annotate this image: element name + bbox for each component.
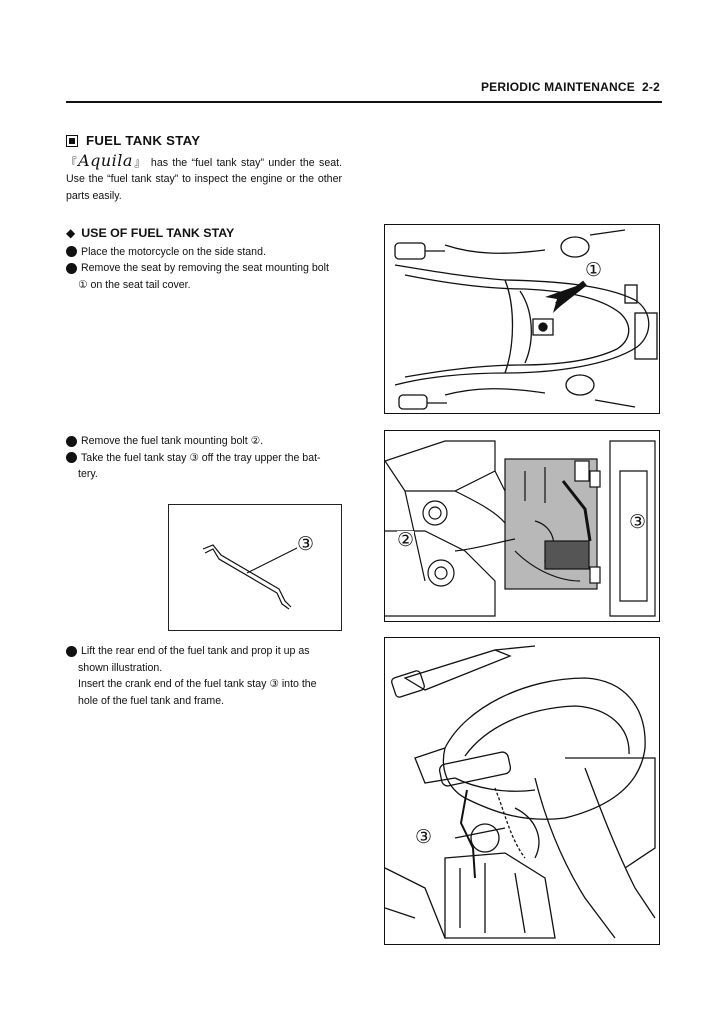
header-page-number: 2-2 — [642, 80, 660, 94]
figure-seat-tail-cover: ① — [384, 224, 660, 414]
figure-fuel-tank-stay: ③ — [168, 504, 342, 631]
callout-3-part: ③ — [297, 533, 315, 555]
callout-1: ① — [585, 259, 603, 281]
callout-2: ② — [397, 529, 415, 551]
step-lift-tank-line: Lift the rear end of the fuel tank and p… — [66, 643, 342, 660]
steps-group-2: Remove the fuel tank mounting bolt ②. Ta… — [66, 433, 342, 483]
bullet-icon — [66, 246, 77, 257]
figure-battery-tray: ③ ② — [384, 430, 660, 622]
step-lift-tank: Lift the rear end of the fuel tank and p… — [66, 643, 342, 709]
bullet-icon — [66, 452, 77, 463]
seat-illustration — [394, 229, 658, 410]
callout-3-tank: ③ — [415, 826, 433, 848]
step-insert-stay-line1: Insert the crank end of the fuel tank st… — [78, 678, 317, 690]
bullet-icon — [66, 262, 77, 274]
step-take-stay: Take the fuel tank stay ③ off the tray u… — [66, 450, 342, 467]
stay-illustration — [202, 544, 300, 610]
step-insert-stay-line2: hole of the fuel tank and frame. — [78, 694, 225, 707]
step-remove-seat: Remove the seat by removing the seat mou… — [66, 260, 342, 277]
header-title: PERIODIC MAINTENANCE — [480, 80, 635, 94]
diamond-icon: ◆ — [66, 226, 76, 240]
bullet-icon — [66, 435, 77, 447]
header-rule — [66, 101, 662, 103]
step-take-stay-continued: tery. — [78, 468, 98, 480]
page-header: PERIODIC MAINTENANCE 2-2 — [481, 80, 660, 94]
tank-propped-illustration — [385, 645, 656, 939]
filled-square-icon — [66, 135, 78, 148]
step-side-stand: Place the motorcycle on the side stand. — [66, 244, 342, 261]
section-fuel-tank-stay: FUEL TANK STAY 『Aquila』 has the “fuel ta… — [66, 133, 342, 204]
brand-logo-aquila: Aquila — [78, 150, 133, 170]
callout-3-battery: ③ — [629, 511, 647, 533]
battery-tray-illustration — [385, 440, 656, 617]
subsection-use: ◆ USE OF FUEL TANK STAY Place the motorc… — [66, 225, 342, 293]
step-lift-tank-line2: shown illustration. — [78, 661, 163, 674]
section-title: FUEL TANK STAY — [66, 133, 342, 150]
subsection-title: ◆ USE OF FUEL TANK STAY — [66, 226, 235, 240]
section-intro: 『Aquila』 has the “fuel tank stay” under … — [66, 150, 343, 202]
step-remove-bolt: Remove the fuel tank mounting bolt ②. — [66, 433, 342, 450]
bullet-icon — [66, 645, 77, 657]
step-remove-seat-continued: ① on the seat tail cover. — [78, 278, 191, 291]
figure-tank-propped: ③ — [384, 637, 660, 945]
